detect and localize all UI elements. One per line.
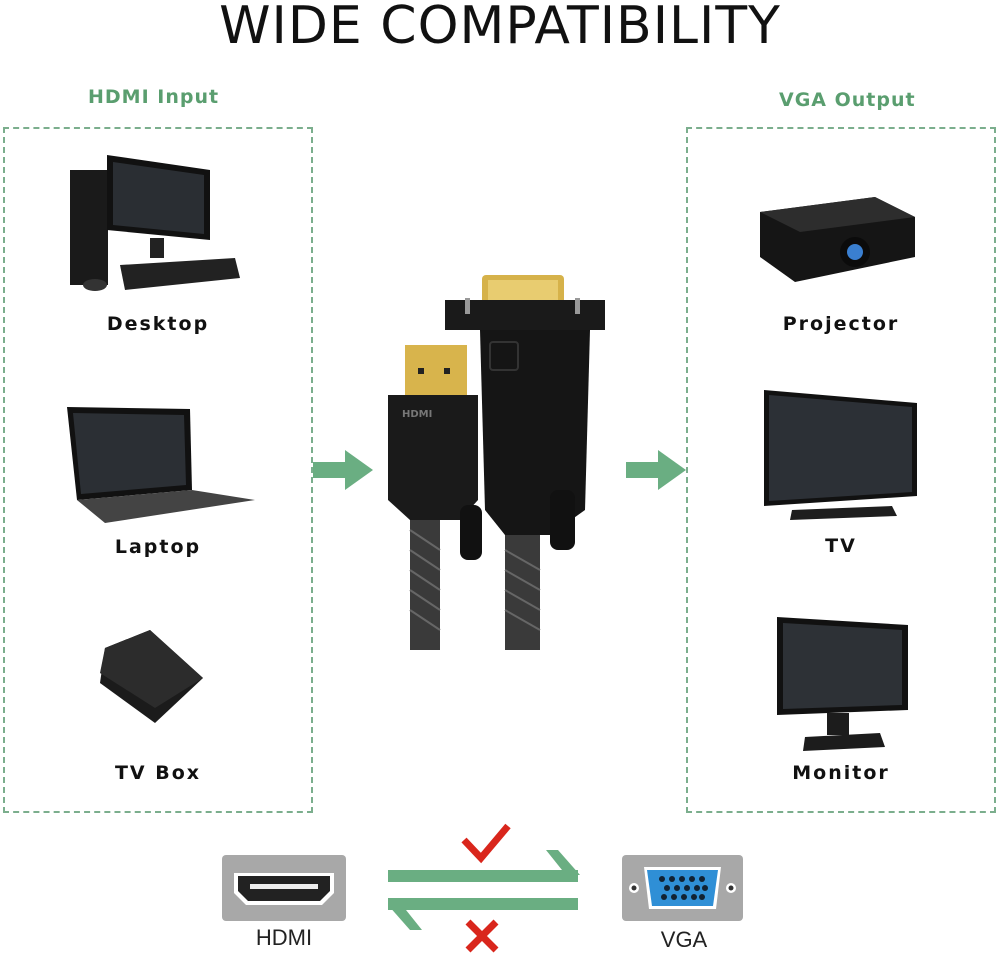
desktop-image: [70, 155, 240, 291]
page-title: WIDE COMPATIBILITY: [219, 0, 781, 56]
device-label-monitor: Monitor: [792, 762, 890, 784]
hdmi-port-icon: [222, 855, 346, 921]
device-label-projector: Projector: [782, 313, 900, 335]
vga-port-icon: [622, 855, 743, 921]
vga-caption: VGA: [660, 927, 708, 952]
arrow-right-icon: [313, 450, 373, 490]
laptop-image: [67, 407, 255, 523]
monitor-image: [777, 617, 908, 751]
device-label-laptop: Laptop: [114, 536, 202, 558]
output-devices-panel: [686, 127, 996, 813]
device-label-tv: TV: [825, 535, 857, 557]
arrow-right-icon: [626, 450, 686, 490]
tv-image: [764, 390, 917, 520]
projector-image: [760, 197, 915, 282]
hdmi-mark: HDMI: [402, 409, 432, 420]
input-devices-panel: [3, 127, 313, 813]
input-heading: HDMI Input: [88, 86, 220, 108]
device-label-tv-box: TV Box: [114, 762, 202, 784]
one-way-direction-icon: [388, 823, 580, 953]
output-heading: VGA Output: [779, 89, 916, 111]
tv-box-image: [100, 630, 203, 723]
hdmi-to-vga-cable-image: HDMI: [388, 275, 605, 650]
device-label-desktop: Desktop: [106, 313, 210, 335]
hdmi-caption: HDMI: [255, 925, 313, 950]
